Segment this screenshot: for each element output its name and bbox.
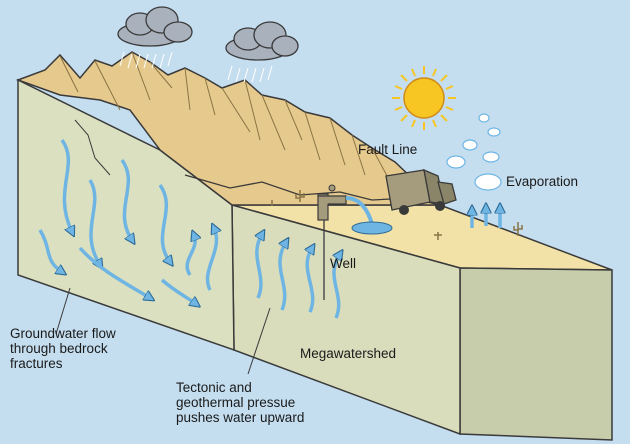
groundwater-flow-label: Groundwater flow through bedrock fractur… [10, 326, 116, 371]
bedrock-side-face [459, 267, 613, 441]
cacti [271, 190, 523, 240]
rain-lines [119, 51, 173, 69]
water-truck [385, 168, 457, 215]
rain-lines [227, 65, 273, 83]
megawatershed-label: Megawatershed [300, 346, 397, 361]
sun [392, 66, 456, 130]
bedrock-fracture [74, 119, 111, 176]
evaporation-label: Evaporation [506, 174, 579, 189]
well-label: Well [330, 256, 357, 271]
rain-cloud-right [225, 21, 299, 83]
groundwater-arrows [38, 138, 216, 304]
rain-cloud-left [117, 6, 193, 69]
evaporation-puffs [446, 113, 502, 191]
upward-pressure-arrows [257, 208, 500, 319]
tectonic-pressure-label: Tectonic and geothermal pressue pushes w… [176, 380, 305, 425]
mountain-ridges [59, 51, 393, 186]
fault-line-label: Fault Line [358, 142, 418, 157]
label-leader-lines [55, 258, 325, 375]
